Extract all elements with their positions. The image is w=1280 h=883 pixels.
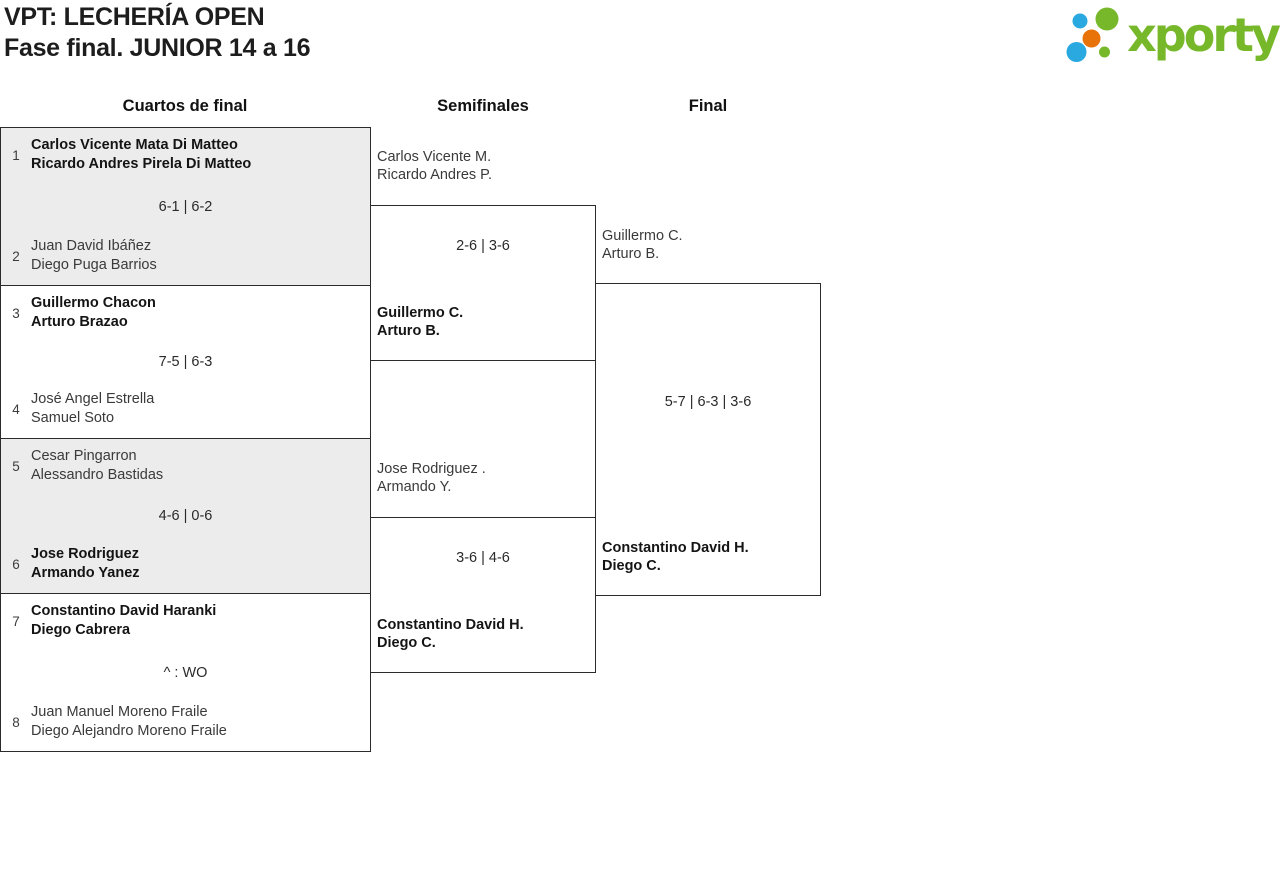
column-header-final: Final <box>688 97 728 115</box>
final-team-b: Constantino David H. Diego C. <box>602 540 749 574</box>
final-team-a: Guillermo C. Arturo B. <box>602 228 683 262</box>
team-name: Cesar Pingarron Alessandro Bastidas <box>31 448 164 483</box>
xporty-logo[interactable]: xporty <box>1061 5 1280 65</box>
semifinal-2-team-b: Constantino David H. Diego C. <box>377 617 524 651</box>
seed-number: 3 <box>12 305 20 321</box>
column-header-quarterfinals: Cuartos de final <box>122 97 248 115</box>
semifinal-2-team-a: Jose Rodriguez . Armando Y. <box>377 461 486 495</box>
team-slot: 1 Carlos Vicente Mata Di Matteo Ricardo … <box>8 136 362 174</box>
team-slot: 4 José Angel Estrella Samuel Soto <box>8 390 362 428</box>
tournament-name: VPT: LECHERÍA OPEN <box>4 3 265 31</box>
tournament-phase: Fase final. JUNIOR 14 a 16 <box>4 34 311 62</box>
seed-number: 5 <box>12 458 20 474</box>
team-slot: 5 Cesar Pingarron Alessandro Bastidas <box>8 447 362 485</box>
team-slot: 3 Guillermo Chacon Arturo Brazao <box>8 294 362 332</box>
team-slot: 2 Juan David Ibáñez Diego Puga Barrios <box>8 237 362 275</box>
team-name: Jose Rodriguez Armando Yanez <box>31 546 140 581</box>
logo-wordmark: xporty <box>1127 8 1280 62</box>
column-header-semifinals: Semifinales <box>437 97 529 115</box>
match-score: 6-1 | 6-2 <box>158 198 213 215</box>
seed-number: 4 <box>12 401 20 417</box>
team-name: José Angel Estrella Samuel Soto <box>31 391 155 426</box>
team-name: Constantino David Haranki Diego Cabrera <box>31 603 217 638</box>
team-name: Juan David Ibáñez Diego Puga Barrios <box>31 238 157 273</box>
match-score: ^ : WO <box>163 664 208 681</box>
seed-number: 1 <box>12 147 20 163</box>
semifinal-1-score: 2-6 | 3-6 <box>456 238 510 254</box>
quarterfinal-match-1: 1 Carlos Vicente Mata Di Matteo Ricardo … <box>0 127 371 286</box>
semifinal-1-team-b: Guillermo C. Arturo B. <box>377 305 464 339</box>
team-slot: 7 Constantino David Haranki Diego Cabrer… <box>8 602 362 640</box>
team-name: Carlos Vicente Mata Di Matteo Ricardo An… <box>31 137 252 172</box>
quarterfinal-match-4: 7 Constantino David Haranki Diego Cabrer… <box>0 593 371 752</box>
final-score: 5-7 | 6-3 | 3-6 <box>664 394 752 410</box>
seed-number: 7 <box>12 613 20 629</box>
seed-number: 6 <box>12 556 20 572</box>
match-score: 7-5 | 6-3 <box>158 354 213 370</box>
team-name: Guillermo Chacon Arturo Brazao <box>31 295 156 330</box>
logo-dots-icon <box>1066 7 1119 62</box>
quarterfinal-match-2: 3 Guillermo Chacon Arturo Brazao 7-5 | 6… <box>0 285 371 439</box>
team-slot: 8 Juan Manuel Moreno Fraile Diego Alejan… <box>8 703 362 741</box>
tournament-title: VPT: LECHERÍA OPEN Fase final. JUNIOR 14… <box>4 2 311 64</box>
quarterfinal-match-3: 5 Cesar Pingarron Alessandro Bastidas 4-… <box>0 438 371 594</box>
team-name: Juan Manuel Moreno Fraile Diego Alejandr… <box>31 704 227 739</box>
semifinal-1-team-a: Carlos Vicente M. Ricardo Andres P. <box>377 149 492 183</box>
match-score: 4-6 | 0-6 <box>158 508 213 524</box>
seed-number: 2 <box>12 248 20 264</box>
semifinal-2-score: 3-6 | 4-6 <box>456 550 510 566</box>
final-box <box>595 283 821 596</box>
team-slot: 6 Jose Rodriguez Armando Yanez <box>8 545 362 583</box>
seed-number: 8 <box>12 714 20 730</box>
